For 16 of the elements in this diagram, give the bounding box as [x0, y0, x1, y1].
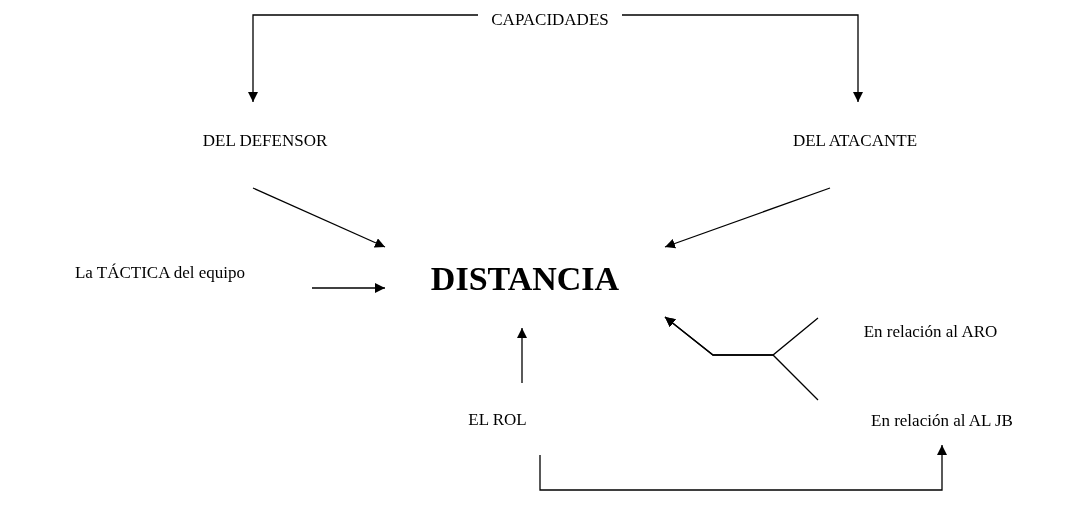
- concept-label: DEL DEFENSOR: [202, 131, 328, 152]
- concept-label: CAPACIDADES: [491, 10, 609, 31]
- concept-label: EL ROL: [468, 410, 527, 431]
- concept-label: En relación al ARO: [863, 322, 998, 343]
- concept-label: DEL ATACANTE: [792, 131, 918, 152]
- arrow: [248, 14, 479, 103]
- arrow: [517, 327, 527, 384]
- arrow: [664, 316, 819, 401]
- arrow: [621, 14, 863, 103]
- arrow: [539, 444, 947, 491]
- concept-label: En relación al AL JB: [871, 411, 1013, 432]
- arrow: [252, 187, 386, 248]
- arrow: [664, 187, 831, 249]
- concept-label: La TÁCTICA del equipo: [74, 263, 246, 284]
- central-concept-label: DISTANCIA: [430, 259, 620, 299]
- arrow: [311, 283, 386, 293]
